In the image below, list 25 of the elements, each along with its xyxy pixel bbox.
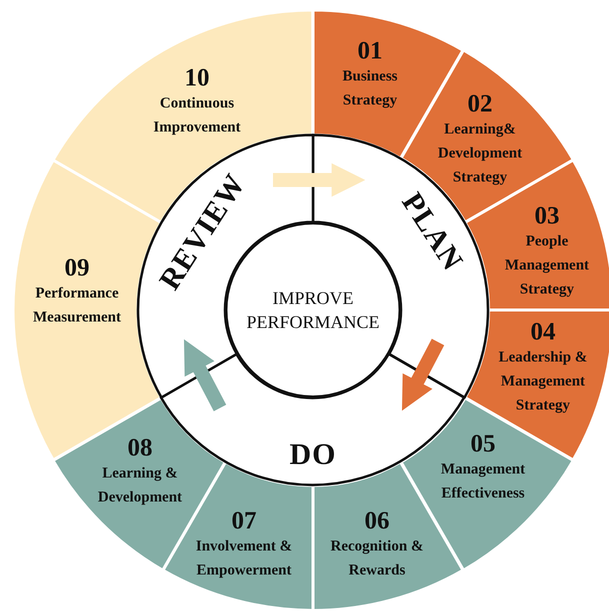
step-label: Learning& Development Strategy: [436, 120, 524, 188]
step-number: 10: [184, 64, 210, 92]
step-label: Recognition & Rewards: [330, 537, 424, 580]
step-number: 02: [468, 90, 492, 118]
step-number: 04: [530, 318, 556, 346]
step-label: Involvement & Empowerment: [194, 537, 294, 580]
step-number: 07: [232, 507, 256, 534]
step-number: 06: [364, 507, 390, 534]
cycle-arrow: [273, 163, 366, 197]
step-number: 01: [358, 38, 382, 64]
step-label: Learning & Development: [96, 464, 184, 508]
phase-label: DO: [289, 438, 336, 472]
step-label: Business Strategy: [341, 68, 399, 110]
step-number: 03: [534, 202, 560, 230]
cycle-arrow: [184, 339, 226, 412]
step-number: 08: [127, 434, 152, 462]
center-label: IMPROVE PERFORMANCE: [245, 287, 381, 334]
step-label: Leadership & Management Strategy: [498, 348, 588, 416]
step-label: Performance Measurement: [32, 284, 122, 328]
step-label: People Management Strategy: [504, 232, 590, 300]
cycle-arrow: [402, 338, 444, 411]
step-number: 05: [470, 430, 496, 458]
step-label: Management Effectiveness: [440, 460, 526, 504]
step-label: Continuous Improvement: [152, 94, 242, 138]
step-number: 09: [64, 254, 90, 282]
